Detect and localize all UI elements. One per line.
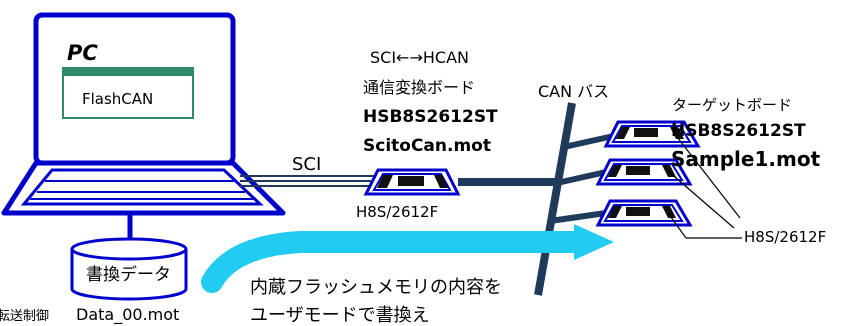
bus-branch-3 [549,210,607,224]
arrow-caption-line1: 内蔵フラッシュメモリの内容を [250,277,502,298]
converter-board [363,168,461,196]
cut-off-caption: 転送制御 [0,309,49,324]
app-window-titlebar [63,68,193,76]
target-board-2 [595,158,693,186]
converter-line2: 通信変換ボード [363,78,475,97]
laptop-pc: FlashCAN PC [1,12,286,216]
converter-line1: SCI←→HCAN [370,48,469,67]
target-chip-label: H8S/2612F [744,228,826,246]
disk-cylinder [70,249,188,301]
target-board-name: HSB8S2612ST [671,121,806,141]
app-window-title: FlashCAN [82,90,153,108]
target-board-3 [595,199,693,227]
rewrite-arrow [201,224,614,293]
target-chip-leaders [667,132,742,239]
target-chip [626,166,650,175]
disk-label: 書換データ [86,264,171,285]
pc-label: PC [67,41,98,65]
disk-top [70,237,188,261]
arrow-caption-line2: ユーザモードで書換え [250,305,430,326]
disk-file: Data_00.mot [76,305,179,325]
can-bus-label: CAN バス [538,82,609,101]
bus-branch-2 [556,169,607,186]
target-chip [626,207,650,216]
rewrite-arrow-shaft [201,231,597,293]
converter-board-name: HSB8S2612ST [363,107,498,127]
converter-connector [434,175,448,188]
target-chip [634,128,658,137]
rewrite-arrow-head [574,224,614,260]
converter-chip [398,176,424,186]
app-window [62,67,194,119]
data-disk: 書換データ Data_00.mot [70,237,188,325]
sci-cable [240,175,376,187]
can-bus-main [534,102,576,296]
converter-connector [377,175,393,188]
laptop-keyboard-area [20,168,264,206]
target-program: Sample1.mot [671,147,821,171]
converter-chip-label: H8S/2612F [356,203,438,221]
target-board-title: ターゲットボード [672,96,792,114]
sci-label: SCI [292,154,321,175]
can-bus [458,102,619,296]
converter-program: ScitoCan.mot [363,136,491,156]
target-board-1 [603,120,701,148]
